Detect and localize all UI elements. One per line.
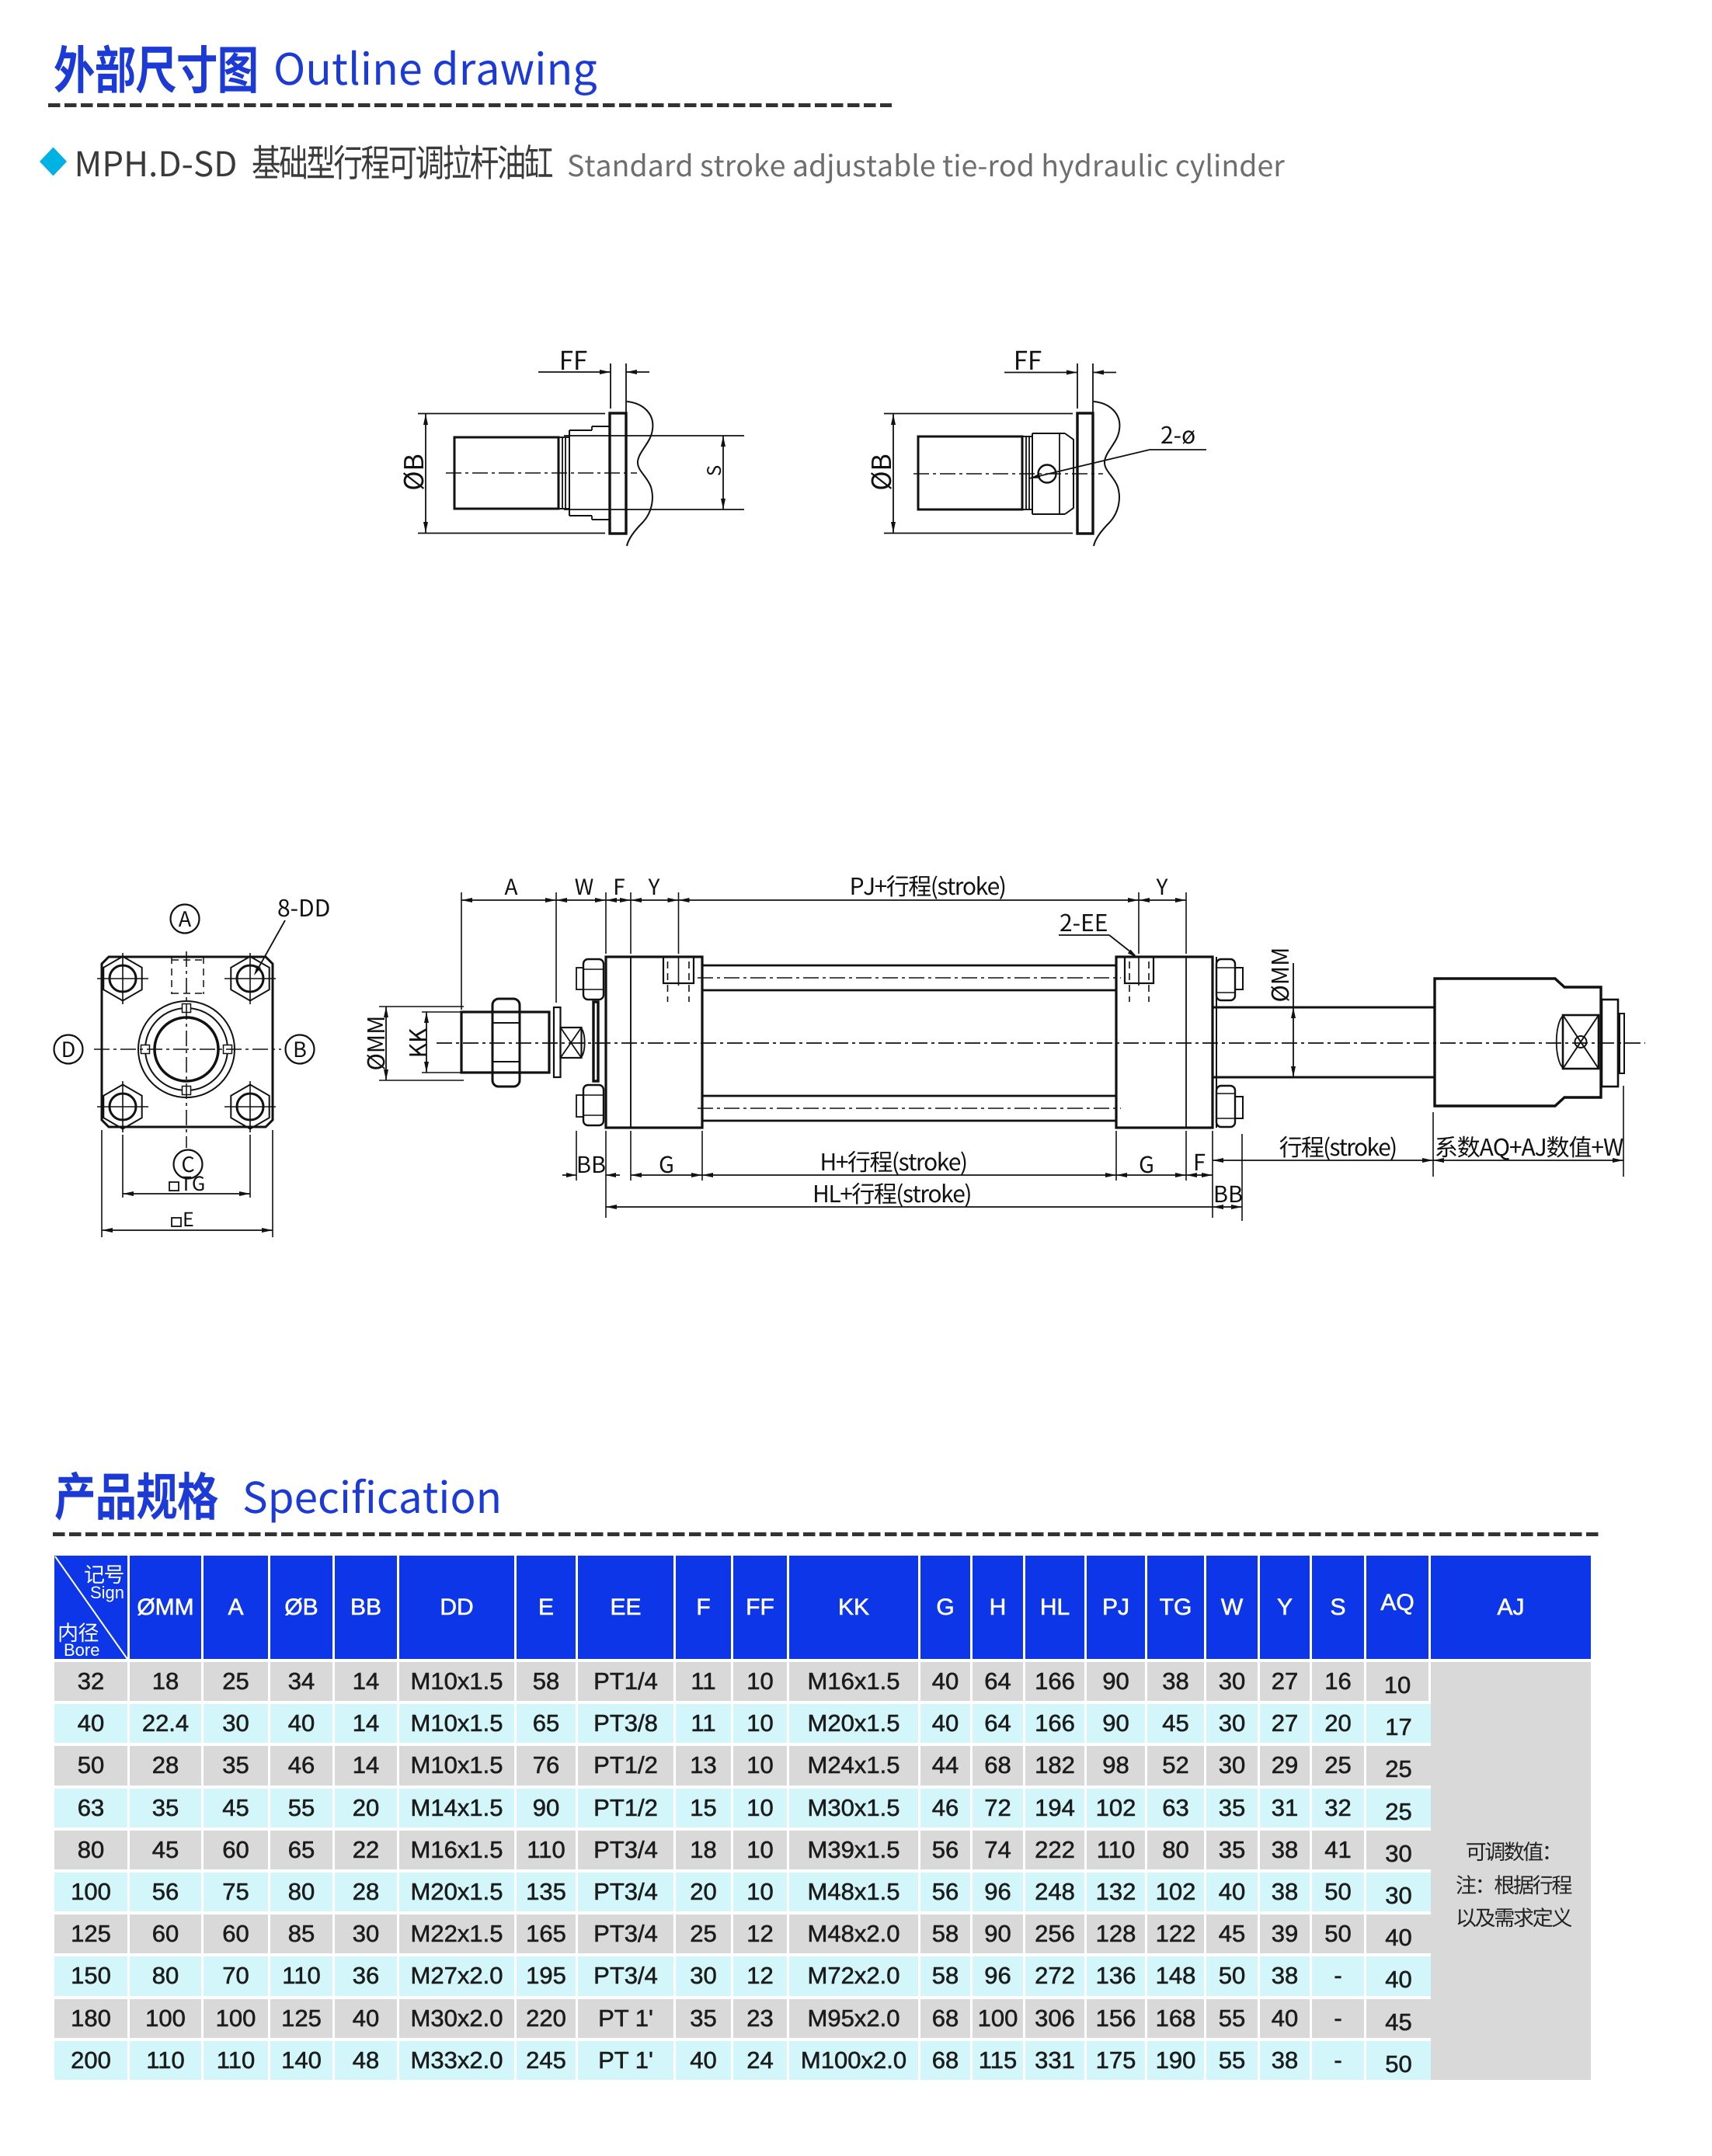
svg-text:Bore: Bore [64,1640,99,1660]
svg-text:Sign: Sign [90,1583,124,1602]
